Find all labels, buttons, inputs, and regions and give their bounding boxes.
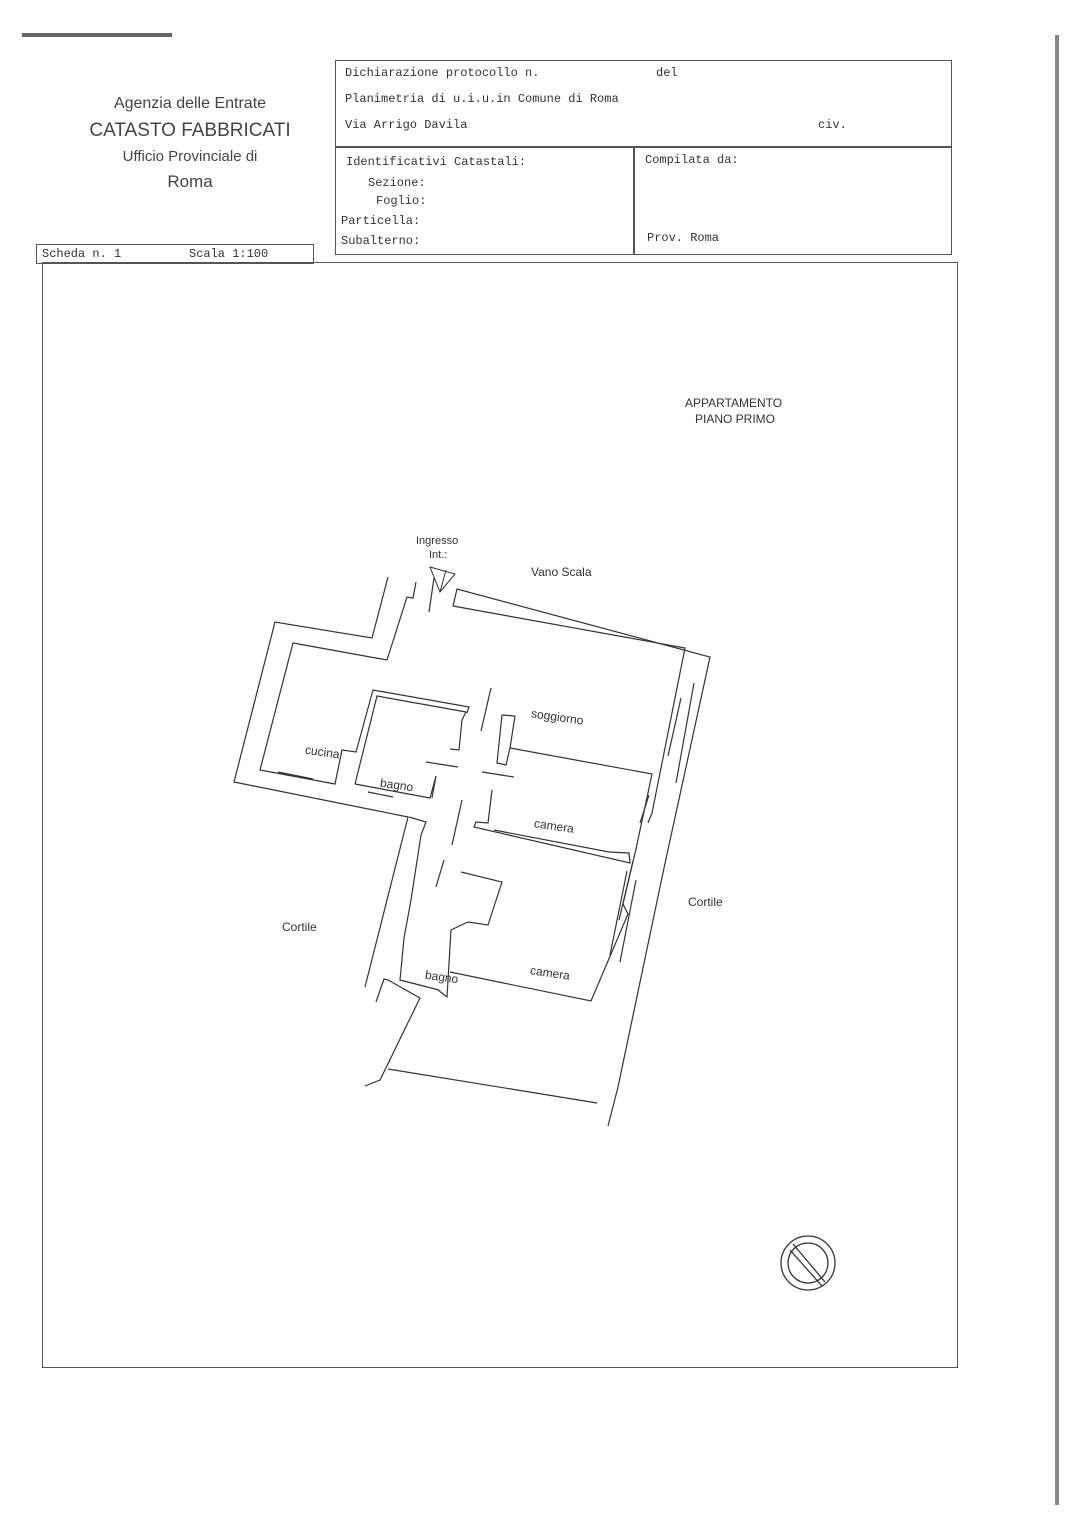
bagno1: [354, 695, 467, 785]
vano-scala-label: Vano Scala: [531, 565, 592, 579]
particella-label: Particella:: [341, 214, 421, 228]
ingresso-int-label: Int.:: [429, 549, 448, 561]
declaration-box: Dichiarazione protocollo n. del Planimet…: [335, 60, 952, 148]
camera2: [449, 860, 634, 1002]
bagno2: [437, 871, 503, 999]
window: [277, 771, 314, 780]
top-wall: [452, 588, 711, 1127]
office-label: Ufficio Provinciale di: [122, 148, 258, 165]
bottom-wall-lower: [387, 1068, 598, 1104]
door-gap: [425, 761, 459, 768]
plan-title-line1: APPARTAMENTO: [685, 396, 783, 410]
entrance-arrow-icon: [429, 566, 456, 593]
window: [367, 791, 394, 798]
hall-left: [399, 816, 440, 991]
scan-edge-top: [22, 33, 172, 37]
window: [639, 794, 650, 824]
compilata-box: Compilata da: Prov. Roma: [633, 146, 952, 255]
address: Via Arrigo Davila: [345, 118, 468, 132]
office-city: Roma: [167, 172, 213, 191]
scala-label: Scala 1:100: [189, 247, 269, 261]
cortile-left-label: Cortile: [282, 920, 317, 934]
subalterno-label: Subalterno:: [341, 234, 421, 248]
planimetria-label: Planimetria di u.i.u.in Comune di Roma: [345, 92, 619, 106]
window: [667, 697, 682, 757]
foglio-label: Foglio:: [376, 194, 427, 208]
soggiorno-camera: [501, 714, 653, 921]
scheda-label: Scheda n. 1: [42, 247, 122, 261]
entrance-stub: [428, 577, 435, 613]
ingresso-label: Ingresso: [416, 535, 459, 547]
prov-label: Prov. Roma: [647, 231, 720, 245]
scheda-box: Scheda n. 1 Scala 1:100: [36, 244, 314, 264]
north-compass-icon: [780, 1235, 836, 1291]
door-gap: [480, 687, 492, 732]
identifiers-box: Identificativi Catastali: Sezione: Fogli…: [335, 146, 635, 255]
window-outer: [675, 682, 695, 784]
plan-title-line2: PIANO PRIMO: [695, 412, 776, 426]
camera1-bottom: [473, 789, 631, 864]
civ-label: civ.: [818, 118, 847, 132]
identificativi-label: Identificativi Catastali:: [346, 155, 527, 169]
cortile-right-label: Cortile: [688, 895, 723, 909]
drawing-frame: [42, 262, 958, 1368]
window: [609, 870, 628, 956]
outer-wall: [233, 576, 409, 988]
catasto-title: CATASTO FABBRICATI: [89, 120, 291, 141]
compilata-label: Compilata da:: [645, 153, 739, 167]
agency-name: Agenzia delle Entrate: [113, 95, 267, 112]
door-gap: [435, 859, 445, 888]
bottom-wall-outer: [364, 979, 421, 1087]
camera-inner: [496, 714, 511, 766]
sezione-label: Sezione:: [368, 176, 426, 190]
protocol-label: Dichiarazione protocollo n.: [345, 66, 540, 80]
bagno1-bottom: [354, 775, 437, 799]
scan-edge-right: [1055, 35, 1059, 1505]
outer-wall-inner: [259, 581, 470, 785]
del-label: del: [656, 66, 678, 80]
window-outer: [619, 879, 637, 963]
top-wall-inner: [452, 605, 686, 824]
door-gap: [451, 799, 463, 846]
door-gap: [481, 771, 515, 778]
bottom-wall: [375, 978, 389, 1003]
